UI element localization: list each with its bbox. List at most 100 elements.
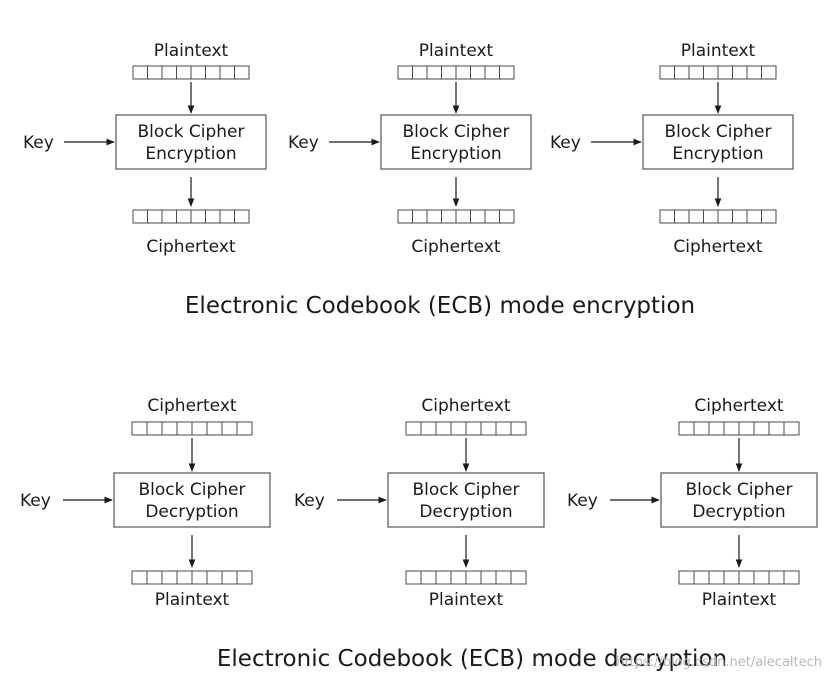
block-cell	[499, 209, 515, 224]
decryption-unit-1-output-block	[131, 570, 253, 585]
block-cell	[678, 570, 695, 585]
encryption-unit-3-input-label: Plaintext	[681, 41, 756, 61]
decryption-unit-2-cipher-box	[387, 472, 545, 528]
block-cell	[723, 421, 740, 436]
encryption-unit-2-output-label: Ciphertext	[411, 237, 500, 257]
cipher-box-line1: Block Cipher	[686, 480, 793, 500]
block-cell	[455, 65, 471, 80]
block-cell	[761, 209, 777, 224]
block-cell	[717, 65, 733, 80]
block-cell	[219, 209, 235, 224]
block-cell	[470, 209, 486, 224]
cipher-box-line2: Decryption	[145, 502, 238, 522]
block-cell	[441, 65, 457, 80]
block-cell	[674, 65, 690, 80]
block-cell	[147, 209, 163, 224]
block-cell	[405, 570, 422, 585]
block-cell	[480, 570, 497, 585]
decryption-caption: Electronic Codebook (ECB) mode decryptio…	[217, 646, 727, 672]
block-cell	[146, 421, 163, 436]
decryption-unit-2-input-block	[405, 421, 527, 436]
block-cell	[205, 209, 221, 224]
watermark-text: https://blog.csdn.net/alecaltech	[616, 655, 822, 670]
block-cell	[131, 421, 148, 436]
encryption-unit-3-input-block	[659, 65, 777, 80]
block-cell	[703, 65, 719, 80]
block-cell	[405, 421, 422, 436]
block-cell	[435, 421, 452, 436]
block-cell	[131, 570, 148, 585]
cipher-box-line2: Encryption	[145, 144, 236, 164]
block-cell	[708, 421, 725, 436]
block-cell	[693, 570, 710, 585]
block-cell	[717, 209, 733, 224]
block-cell	[450, 570, 467, 585]
encryption-unit-3-key-label: Key	[550, 133, 581, 153]
block-cell	[191, 570, 208, 585]
block-cell	[732, 209, 748, 224]
block-cell	[236, 421, 253, 436]
decryption-unit-1-input-block	[131, 421, 253, 436]
block-cell	[510, 570, 527, 585]
cipher-box-line1: Block Cipher	[665, 122, 772, 142]
block-cell	[190, 209, 206, 224]
encryption-unit-2-output-block	[397, 209, 515, 224]
decryption-unit-2-key-label: Key	[294, 491, 325, 511]
block-cell	[746, 65, 762, 80]
block-cell	[723, 570, 740, 585]
block-cell	[738, 570, 755, 585]
block-cell	[465, 421, 482, 436]
block-cell	[206, 421, 223, 436]
block-cell	[176, 65, 192, 80]
block-cell	[480, 421, 497, 436]
block-cell	[499, 65, 515, 80]
decryption-unit-1-input-label: Ciphertext	[147, 396, 236, 416]
block-cell	[678, 421, 695, 436]
encryption-caption: Electronic Codebook (ECB) mode encryptio…	[185, 293, 695, 319]
block-cell	[205, 65, 221, 80]
block-cell	[441, 209, 457, 224]
encryption-unit-3-cipher-box	[642, 114, 794, 170]
block-cell	[234, 209, 250, 224]
block-cell	[484, 209, 500, 224]
block-cell	[412, 209, 428, 224]
block-cell	[236, 570, 253, 585]
block-cell	[738, 421, 755, 436]
block-cell	[191, 421, 208, 436]
block-cell	[753, 421, 770, 436]
encryption-unit-2-input-block	[397, 65, 515, 80]
block-cell	[761, 65, 777, 80]
cipher-box-line1: Block Cipher	[403, 122, 510, 142]
block-cell	[688, 209, 704, 224]
block-cell	[176, 209, 192, 224]
block-cell	[659, 209, 675, 224]
decryption-unit-3-key-label: Key	[567, 491, 598, 511]
cipher-box-line2: Encryption	[672, 144, 763, 164]
block-cell	[221, 421, 238, 436]
block-cell	[703, 209, 719, 224]
block-cell	[783, 421, 800, 436]
decryption-unit-3-input-label: Ciphertext	[694, 396, 783, 416]
decryption-unit-3-cipher-box	[660, 472, 818, 528]
decryption-unit-1-output-label: Plaintext	[155, 590, 230, 610]
decryption-unit-3-input-block	[678, 421, 800, 436]
block-cell	[783, 570, 800, 585]
block-cell	[732, 65, 748, 80]
block-cell	[426, 209, 442, 224]
block-cell	[495, 570, 512, 585]
block-cell	[753, 570, 770, 585]
encryption-unit-2-key-label: Key	[288, 133, 319, 153]
block-cell	[397, 65, 413, 80]
block-cell	[420, 570, 437, 585]
cipher-box-line1: Block Cipher	[139, 480, 246, 500]
block-cell	[659, 65, 675, 80]
decryption-unit-3-output-block	[678, 570, 800, 585]
decryption-unit-3-output-label: Plaintext	[702, 590, 777, 610]
block-cell	[147, 65, 163, 80]
